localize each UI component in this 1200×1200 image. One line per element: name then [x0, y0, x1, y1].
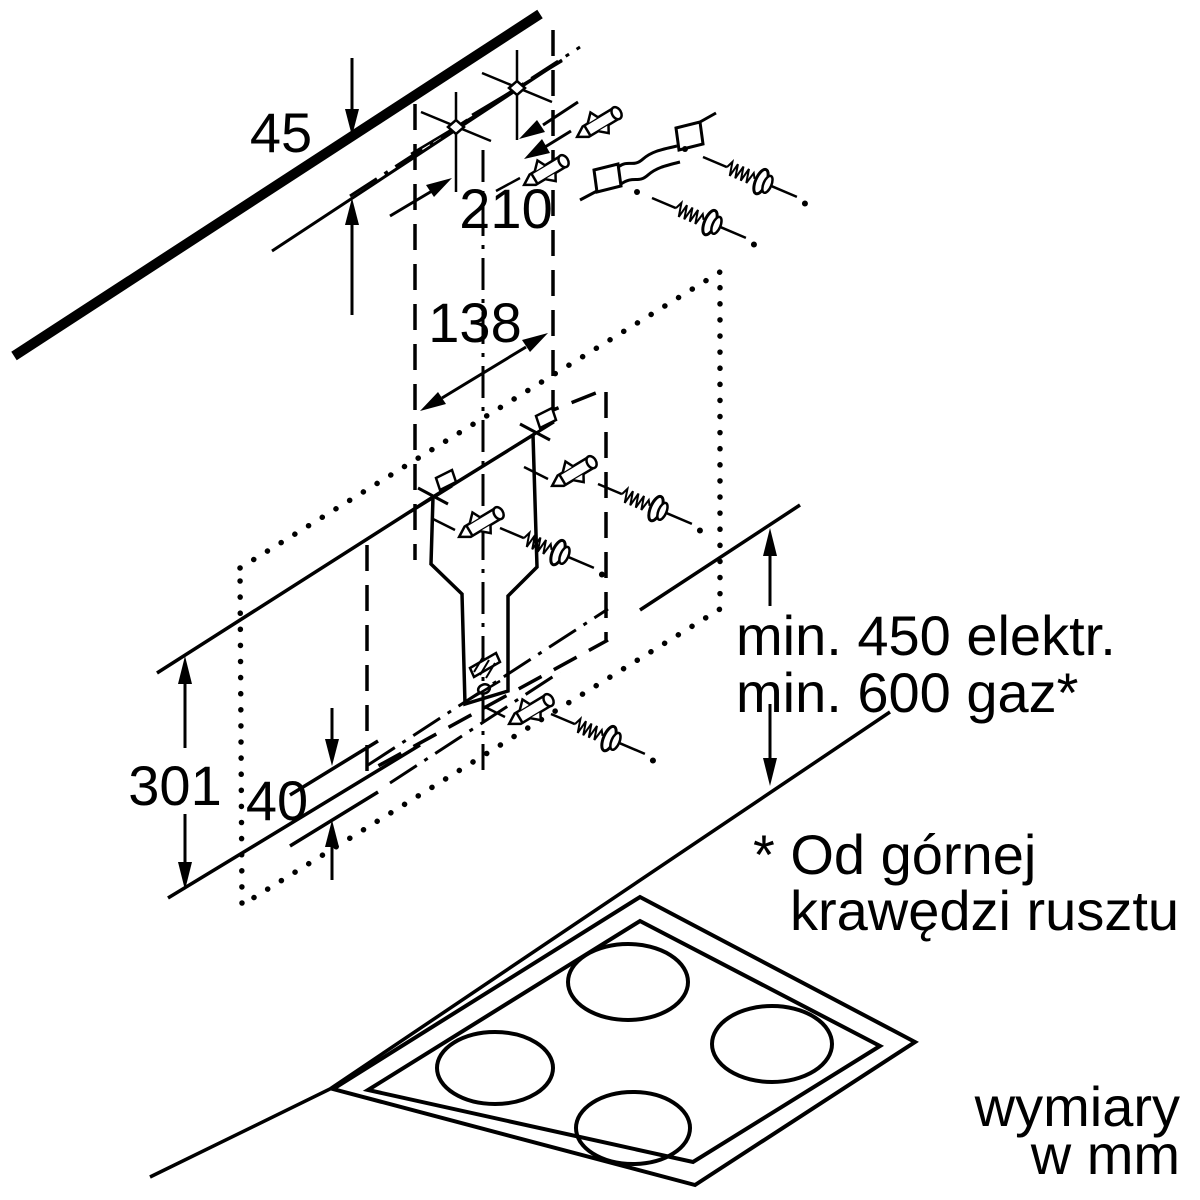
reference-dot: [682, 146, 688, 152]
footnote-line1: * Od górnej: [753, 823, 1036, 886]
footnote: * Od górnej krawędzi rusztu: [753, 823, 1179, 942]
bracket-stub-lines: [579, 111, 717, 202]
arrowhead-icon: [522, 333, 548, 352]
burner-icon: [710, 1004, 834, 1084]
mounting-plate-group: [409, 406, 558, 707]
anchor-pointer-line: [482, 704, 506, 719]
reference-edges: [149, 495, 891, 1179]
burner-icon: [566, 942, 690, 1022]
wall-anchor-icon: [568, 97, 629, 150]
dimension-line: [389, 100, 579, 218]
arrowhead-icon: [325, 739, 339, 766]
arrowhead-icon: [763, 758, 777, 786]
footnote-line2: krawędzi rusztu: [790, 879, 1179, 942]
arrowhead-icon: [519, 120, 545, 139]
plate-slot-edge: [469, 679, 501, 701]
plate-hook-tab-icon: [434, 468, 458, 492]
bracket-end-tab-icon: [592, 162, 623, 194]
dimension-301-label: 301: [128, 754, 221, 817]
fasteners-group: [432, 97, 816, 773]
dimension-clearance: min. 450 elektr. min. 600 gaz*: [736, 528, 1116, 786]
chimney-bracket-group: [579, 111, 717, 202]
bracket-band-line: [617, 144, 678, 169]
clearance-note-line2: min. 600 gaz*: [736, 661, 1078, 724]
screw-icon: [544, 700, 664, 773]
units-note-line2: w mm: [1030, 1123, 1180, 1186]
arrowhead-icon: [345, 109, 359, 136]
dimension-45: 45: [250, 58, 359, 315]
plate-hook-marks: [409, 420, 555, 514]
anchor-pointer-line: [544, 129, 572, 149]
cooktop-inner-outline: [362, 918, 885, 1165]
screw-icon: [696, 143, 816, 216]
dimension-210-label: 210: [459, 177, 552, 240]
dimension-301: 301: [128, 656, 222, 890]
screw-icon: [493, 514, 613, 587]
anchor-pointer-line: [495, 176, 521, 193]
wall-anchor-icon: [543, 446, 604, 499]
dimension-138-label: 138: [428, 291, 521, 354]
arrowhead-icon: [178, 656, 192, 684]
burner-icon: [574, 1090, 692, 1166]
hood-dotted-outline: [237, 267, 723, 910]
reference-dot: [634, 189, 640, 195]
arrowhead-icon: [178, 862, 192, 890]
mounting-plate-outline: [429, 431, 539, 707]
ceiling-edge-line: [11, 9, 543, 361]
bracket-end-tab-icon: [674, 120, 705, 152]
cooktop-group: [328, 894, 919, 1188]
anchor-pointer-arrowhead-icon: [524, 139, 550, 159]
dimension-40-label: 40: [246, 769, 308, 832]
burner-icon: [435, 1030, 555, 1106]
screw-icon: [645, 184, 765, 257]
arrowhead-icon: [325, 820, 339, 847]
dimension-line: [441, 345, 527, 400]
chimney-dashed-outline: [365, 30, 609, 775]
arrowhead-icon: [345, 198, 359, 225]
screw-icon: [591, 470, 711, 543]
wall-anchor-icon: [450, 497, 511, 550]
units-note-line1: wymiary: [974, 1075, 1180, 1138]
arrowhead-icon: [426, 178, 452, 197]
dimension-40: 40: [246, 708, 339, 880]
arrowhead-icon: [763, 528, 777, 556]
clearance-note-line1: min. 450 elektr.: [736, 604, 1116, 667]
anchor-pointer-line: [523, 465, 549, 481]
dimension-45-label: 45: [250, 101, 312, 164]
dimension-210: 210: [389, 100, 579, 240]
bracket-band-line: [620, 160, 681, 186]
drill-holes-group: [410, 50, 563, 192]
anchor-pointer-line: [432, 517, 456, 532]
plate-hook-tab-icon: [534, 406, 558, 430]
cooktop-outer-outline: [328, 894, 919, 1188]
arrowhead-icon: [420, 392, 446, 411]
plate-slot-hatch: [473, 656, 496, 679]
units-note: wymiary w mm: [974, 1075, 1180, 1186]
dimension-138: 138: [420, 291, 548, 411]
